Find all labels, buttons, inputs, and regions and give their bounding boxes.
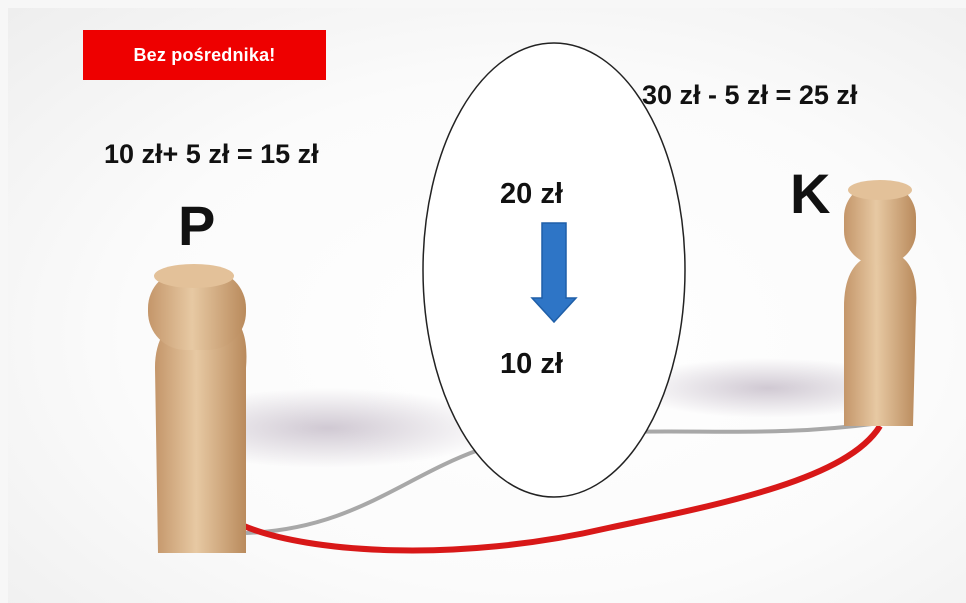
right-equation: 30 zł - 5 zł = 25 zł	[642, 80, 858, 110]
left-equation: 10 zł+ 5 zł = 15 zł	[104, 139, 319, 169]
price-before: 20 zł	[500, 178, 563, 210]
slide: Bez pośrednika! 10 zł+ 5 zł = 15 zł 30 z…	[8, 8, 966, 603]
red-string	[242, 424, 883, 554]
figure-k	[844, 180, 917, 426]
person-k-label: K	[790, 162, 831, 225]
person-p-label: P	[178, 194, 216, 257]
arrow-down-icon	[530, 222, 578, 324]
figure-p	[148, 264, 247, 553]
price-after: 10 zł	[500, 348, 563, 380]
scene-illustration	[148, 42, 917, 554]
no-middleman-badge: Bez pośrednika!	[83, 30, 326, 80]
shadow-right	[628, 358, 908, 418]
